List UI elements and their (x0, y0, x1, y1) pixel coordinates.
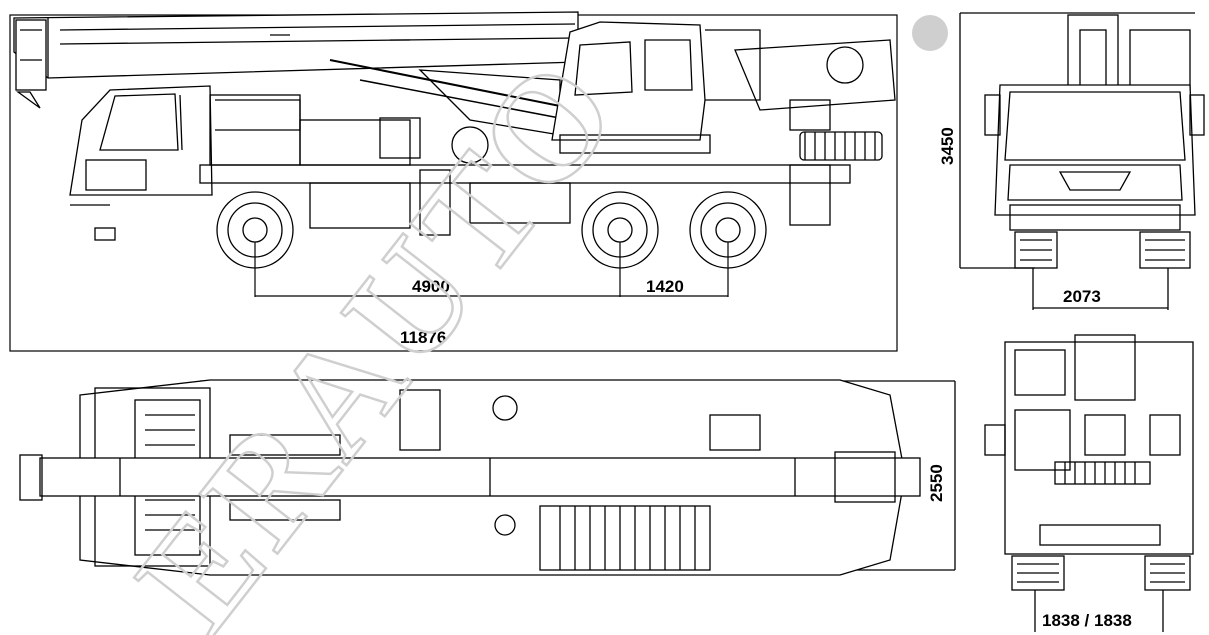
side-view (9, 11, 898, 352)
rear-view (984, 334, 1194, 632)
crane-boom (13, 11, 579, 136)
chassis (199, 164, 851, 236)
top-view (19, 379, 956, 576)
rear-track-label: 1838 / 1838 (1042, 611, 1132, 630)
operator-cab (551, 21, 896, 154)
watermark-dot (912, 15, 948, 51)
side-wheelbase-label: 4900 (412, 277, 450, 296)
side-length-label: 11876 (400, 328, 446, 347)
top-width-label: 2550 (927, 464, 946, 502)
front-view (959, 12, 1205, 310)
truck-cab (69, 85, 213, 241)
wheelbase-dimension (254, 242, 729, 297)
side-axle-spacing-label: 1420 (646, 277, 684, 296)
counterweight (799, 131, 883, 161)
front-height-label: 3450 (938, 127, 957, 165)
front-track-label: 2073 (1063, 287, 1101, 306)
